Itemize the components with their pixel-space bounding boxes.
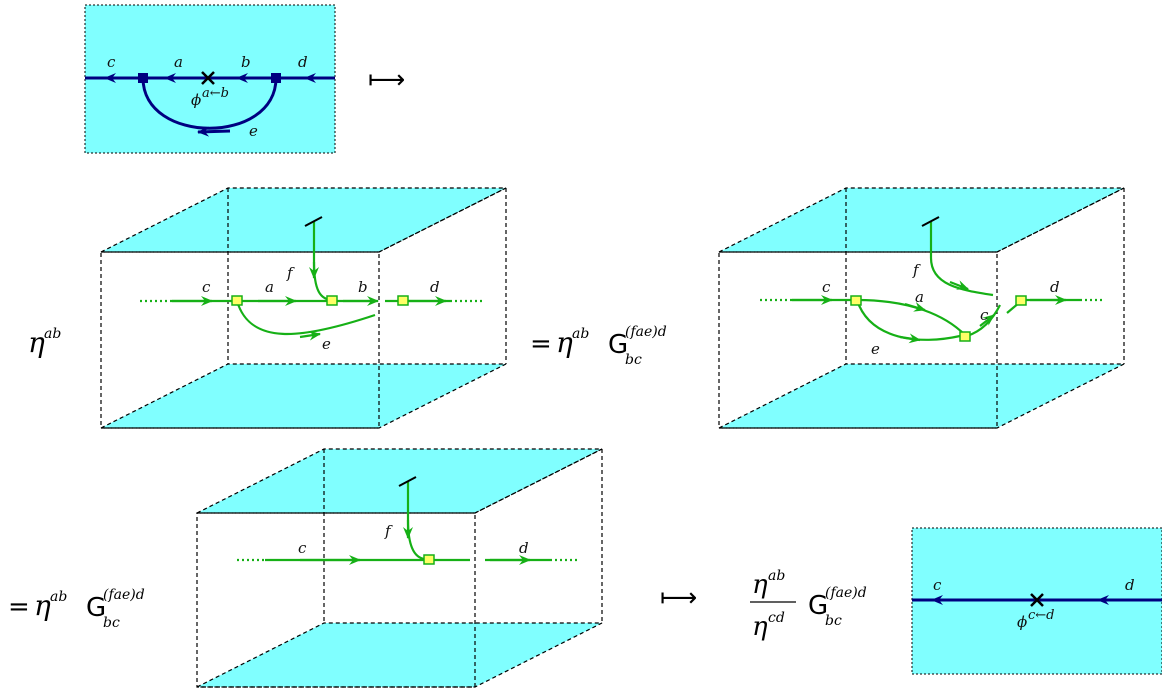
maps-to-1: ⟼ [368,65,405,95]
bottom-face [718,363,1125,429]
bottom-right-diagram: c d ϕ c←d [911,527,1162,675]
svg-text:G: G [608,330,628,360]
puncture-icon [398,476,417,487]
label-c: c [933,576,942,594]
puncture-icon [304,216,323,227]
coef-eta-1: η ab [28,326,61,359]
svg-text:bc: bc [825,613,842,629]
label-c: c [980,306,989,324]
svg-text:=: = [530,329,552,359]
svg-text:ab: ab [768,568,785,584]
svg-text:η: η [34,589,51,622]
label-d: d [1050,278,1060,296]
vertex-node [271,73,281,83]
label-f: f [286,264,295,282]
box-2: c a c d f e [718,187,1125,429]
phi-label: ϕ [191,91,201,109]
label-f: f [384,522,393,540]
label-a: a [174,53,183,71]
top-left-diagram: c a b d e ϕ a←b [84,4,336,154]
svg-text:(fae)d: (fae)d [103,587,145,603]
cross-icon [201,71,215,85]
coef-fraction: η ab η cd G (fae)d bc [750,568,867,642]
svg-text:ab: ab [572,326,589,342]
arc-e [141,77,278,130]
vertex-node [423,554,435,565]
box-1: c a b d f e [100,187,507,429]
coef-eta-G-2: = η ab G (fae)d bc [8,587,145,631]
label-c: c [202,278,211,296]
front-face [100,251,380,429]
svg-text:G: G [86,593,106,623]
front-face [718,251,998,429]
svg-text:cd: cd [768,610,785,626]
phi-superscript: a←b [202,86,229,101]
label-e: e [871,340,880,358]
svg-text:η: η [752,612,768,642]
svg-text:bc: bc [103,615,120,631]
svg-text:bc: bc [625,352,642,368]
label-d: d [519,539,529,557]
svg-text:=: = [8,592,30,622]
phi-label: ϕ [1017,613,1027,631]
label-e: e [249,122,258,140]
bottom-face [196,622,603,688]
label-e: e [322,335,331,353]
label-d: d [1125,576,1135,594]
svg-text:η: η [28,326,45,359]
vertex-node [1015,295,1027,306]
box-3: c d f [196,448,603,688]
label-c: c [298,539,307,557]
vertex-node [850,295,862,306]
svg-text:ab: ab [50,589,67,605]
front-face [196,512,476,688]
top-face [100,187,507,253]
wire-e [855,299,961,341]
vertex-node [397,295,409,306]
label-b: b [241,53,251,71]
coef-eta-G-1: = η ab G (fae)d bc [530,324,667,368]
arrow-e [197,126,231,137]
label-a: a [915,288,924,306]
top-face [196,448,603,514]
puncture-icon [921,216,940,227]
label-c: c [107,53,116,71]
phi-superscript: c←d [1028,608,1055,623]
svg-text:(fae)d: (fae)d [625,324,667,340]
top-face [718,187,1125,253]
label-b: b [358,278,368,296]
label-d: d [298,53,308,71]
vertex-node [231,295,243,306]
bottom-face [100,363,507,429]
svg-text:(fae)d: (fae)d [825,585,867,601]
svg-text:G: G [808,591,828,621]
label-a: a [265,278,274,296]
vertex-node [138,73,148,83]
svg-text:η: η [556,326,573,359]
label-d: d [430,278,440,296]
svg-text:ab: ab [44,326,61,342]
label-f: f [912,261,921,279]
label-c: c [822,278,831,296]
maps-to-2: ⟼ [660,583,697,613]
wire-e [235,300,376,335]
vertex-node [959,331,971,342]
cross-icon [1030,593,1044,607]
vertex-node [326,295,338,306]
svg-text:η: η [752,570,768,600]
